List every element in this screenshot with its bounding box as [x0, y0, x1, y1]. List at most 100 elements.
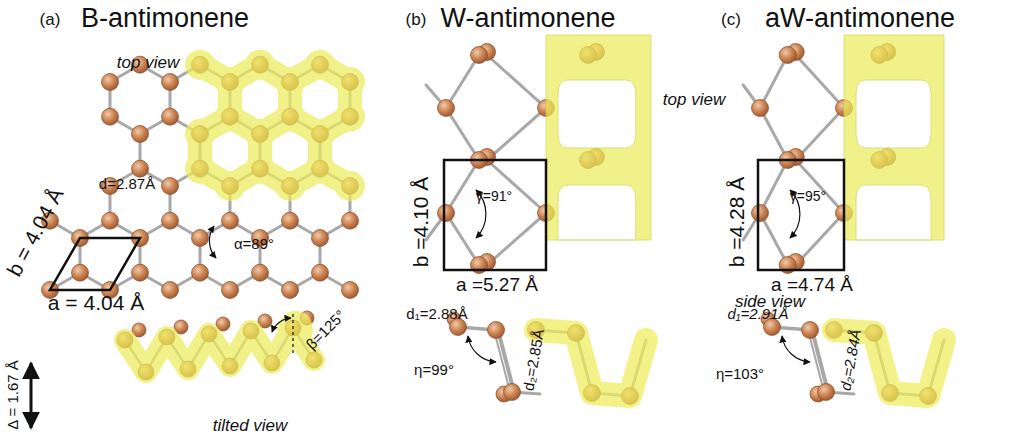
bond [760, 55, 788, 108]
atom [162, 212, 179, 229]
atom [779, 47, 796, 64]
charge-density [245, 50, 275, 80]
label: η=103° [716, 366, 764, 383]
atom [438, 205, 455, 222]
bond [498, 330, 514, 392]
charge-density [305, 119, 335, 149]
label: γ=91° [476, 189, 512, 204]
charge-density [844, 35, 944, 240]
atom [132, 160, 149, 177]
charge-density [185, 154, 215, 184]
label: B-antimonene [81, 4, 249, 34]
charge-density [286, 320, 304, 340]
atom [132, 126, 149, 143]
atom [102, 212, 119, 229]
label: a = 4.04 Å [48, 291, 144, 314]
atom [488, 322, 505, 339]
charge-density [245, 154, 275, 184]
bond [812, 330, 828, 392]
charge-density [305, 50, 335, 80]
unit-cell [444, 160, 546, 270]
charge-density [536, 330, 646, 396]
bond [808, 330, 824, 392]
bond [494, 330, 510, 392]
dimension-label: b =4.28 Å [725, 177, 748, 268]
label: d₁=2.91Å [727, 306, 788, 323]
unit-cell [50, 238, 140, 290]
atom [132, 264, 149, 281]
charge-density [275, 171, 305, 201]
atom [192, 264, 209, 281]
charge-density [185, 119, 215, 149]
bond [760, 160, 788, 213]
charge-density [185, 50, 215, 80]
atom [312, 230, 329, 247]
angle-arc [272, 318, 291, 332]
bond [446, 55, 479, 108]
label: tilted view [213, 417, 288, 436]
label: top view [663, 91, 725, 110]
atom [72, 264, 89, 281]
atom [802, 322, 819, 339]
dimension-label: Δ = 1.67 Å [5, 360, 22, 430]
bond [446, 213, 479, 265]
charge-density [245, 119, 275, 149]
atom [222, 282, 239, 299]
unit-cell [758, 160, 844, 270]
atom [752, 205, 769, 222]
angle-arc [209, 226, 216, 258]
atom [162, 282, 179, 299]
charge-density [305, 154, 335, 184]
dimension-label: d₂=2.85Å [520, 328, 547, 392]
label: top view [117, 54, 179, 73]
label: d=2.87Å [99, 176, 155, 193]
atom [438, 100, 455, 117]
atom [102, 108, 119, 125]
atom [818, 384, 835, 401]
charge-density [335, 67, 365, 97]
bond [796, 55, 844, 108]
bond [487, 213, 546, 265]
label: (b) [406, 11, 427, 30]
bond [446, 108, 479, 160]
atom [222, 212, 239, 229]
label: α=89° [234, 236, 274, 253]
atom [162, 178, 179, 195]
charge-density [275, 67, 305, 97]
height-arrow [30, 363, 33, 428]
charge-density [215, 67, 245, 97]
label: (c) [721, 11, 741, 30]
charge-density [275, 102, 305, 132]
atom [252, 264, 269, 281]
atom [312, 264, 329, 281]
axis-line [292, 314, 293, 356]
label: γ=95° [790, 189, 826, 204]
charge-density [215, 171, 245, 201]
atom [342, 282, 359, 299]
label: η=99° [414, 362, 454, 379]
atom [282, 282, 299, 299]
charge-density [546, 35, 651, 240]
dimension-label: b =4.10 Å [409, 177, 432, 268]
angle-arc [468, 336, 496, 362]
atom [162, 74, 179, 91]
atom [752, 100, 769, 117]
bond [487, 108, 546, 160]
charge-density [335, 102, 365, 132]
bond [487, 55, 546, 108]
bond [796, 160, 844, 213]
atom [504, 384, 521, 401]
atom [282, 212, 299, 229]
atom [102, 74, 119, 91]
bond [487, 160, 546, 213]
charge-density [215, 102, 245, 132]
atom [192, 230, 209, 247]
dimension-label: b = 4.04 Å [2, 184, 68, 280]
label: (a) [40, 11, 61, 30]
label: aW-antimonene [765, 4, 955, 34]
atom [162, 108, 179, 125]
atom [471, 47, 488, 64]
label: d₁=2.88Å [406, 306, 467, 323]
charge-density [335, 171, 365, 201]
